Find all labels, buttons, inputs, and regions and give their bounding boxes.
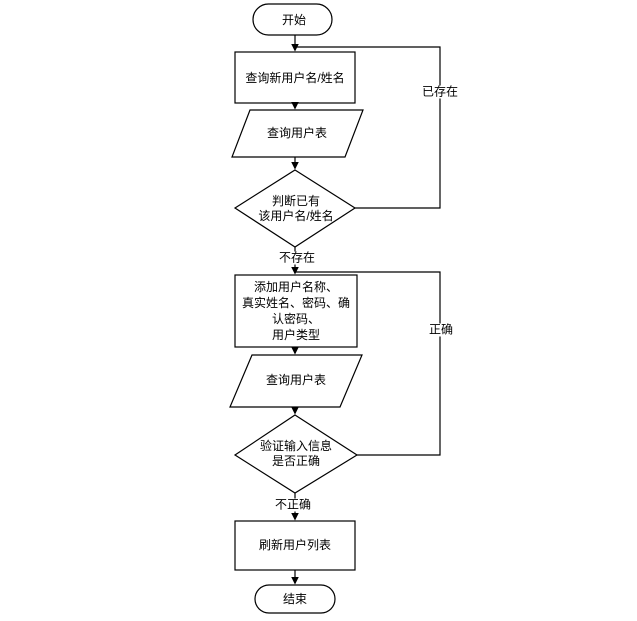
node-query-new-user-shape	[234, 51, 356, 104]
edge-label-exists: 已存在	[419, 84, 461, 99]
edge-label-incorrect: 不正确	[272, 497, 314, 512]
node-end-shape	[254, 584, 336, 614]
edge-label-not-exists: 不存在	[276, 250, 318, 265]
connector-exists-loopback	[296, 46, 441, 209]
node-query-user-table-1-shape	[231, 109, 364, 158]
connector-correct-loopback	[296, 271, 441, 456]
node-add-user-info-shape	[234, 274, 358, 348]
node-query-user-table-2-shape	[229, 354, 363, 408]
node-refresh-user-list-shape	[234, 520, 356, 571]
edge-label-correct: 正确	[426, 322, 456, 337]
node-verify-input-shape	[233, 414, 359, 494]
node-check-exists-shape	[233, 169, 357, 248]
node-start-shape	[252, 3, 333, 36]
